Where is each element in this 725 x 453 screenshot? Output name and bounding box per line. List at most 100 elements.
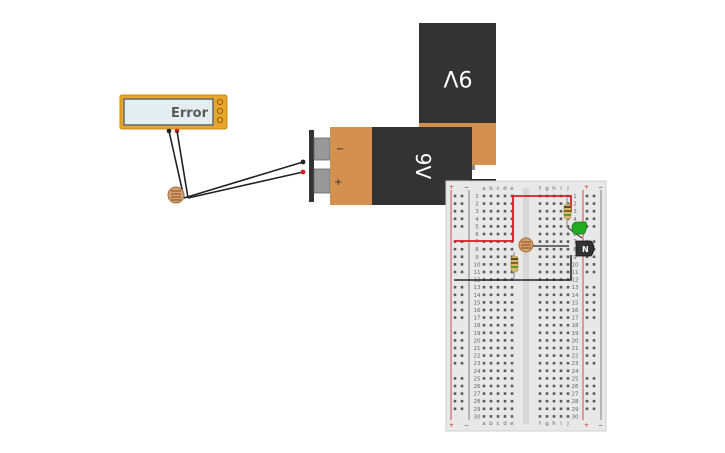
breadboard-hole[interactable] — [545, 225, 549, 228]
breadboard-hole[interactable] — [460, 392, 464, 395]
breadboard-hole[interactable] — [538, 354, 542, 357]
breadboard-hole[interactable] — [482, 194, 486, 198]
breadboard-hole[interactable] — [489, 361, 493, 365]
breadboard-hole[interactable] — [552, 232, 556, 236]
transistor[interactable]: N — [575, 240, 595, 257]
breadboard-hole[interactable] — [559, 270, 563, 274]
breadboard-hole[interactable] — [566, 301, 570, 304]
breadboard-hole[interactable] — [503, 369, 507, 373]
breadboard-hole[interactable] — [552, 377, 556, 380]
breadboard-hole[interactable] — [489, 209, 493, 213]
breadboard-hole[interactable] — [510, 415, 514, 418]
breadboard-hole[interactable] — [538, 407, 542, 411]
breadboard-hole[interactable] — [585, 270, 589, 274]
breadboard-hole[interactable] — [496, 293, 500, 297]
breadboard-hole[interactable] — [482, 392, 486, 395]
breadboard-hole[interactable] — [453, 263, 457, 266]
breadboard-hole[interactable] — [592, 377, 596, 380]
breadboard-hole[interactable] — [489, 399, 493, 403]
breadboard-hole[interactable] — [592, 308, 596, 312]
breadboard-hole[interactable] — [503, 232, 507, 236]
breadboard-hole[interactable] — [566, 308, 570, 312]
breadboard-hole[interactable] — [545, 407, 549, 411]
breadboard-hole[interactable] — [496, 217, 500, 221]
breadboard-hole[interactable] — [489, 346, 493, 350]
breadboard-hole[interactable] — [592, 202, 596, 205]
breadboard-hole[interactable] — [545, 339, 549, 342]
breadboard-hole[interactable] — [592, 301, 596, 304]
breadboard-hole[interactable] — [566, 339, 570, 342]
breadboard-hole[interactable] — [592, 225, 596, 228]
breadboard-hole[interactable] — [559, 354, 563, 357]
breadboard-hole[interactable] — [460, 270, 464, 274]
breadboard-hole[interactable] — [510, 202, 514, 205]
breadboard-hole[interactable] — [510, 209, 514, 213]
breadboard-hole[interactable] — [496, 270, 500, 274]
breadboard-hole[interactable] — [552, 331, 556, 335]
breadboard-hole[interactable] — [482, 331, 486, 335]
breadboard-hole[interactable] — [566, 323, 570, 327]
breadboard-hole[interactable] — [559, 308, 563, 312]
breadboard-hole[interactable] — [496, 225, 500, 228]
breadboard-hole[interactable] — [510, 331, 514, 335]
breadboard-hole[interactable] — [460, 399, 464, 403]
breadboard-hole[interactable] — [552, 415, 556, 418]
breadboard-hole[interactable] — [592, 194, 596, 198]
breadboard-hole[interactable] — [585, 285, 589, 289]
breadboard-hole[interactable] — [510, 407, 514, 411]
breadboard-hole[interactable] — [510, 308, 514, 312]
breadboard-hole[interactable] — [453, 392, 457, 395]
breadboard-hole[interactable] — [453, 377, 457, 380]
breadboard-hole[interactable] — [559, 361, 563, 365]
breadboard-hole[interactable] — [538, 369, 542, 373]
breadboard-hole[interactable] — [559, 316, 563, 319]
breadboard-hole[interactable] — [482, 415, 486, 418]
breadboard-hole[interactable] — [510, 339, 514, 342]
breadboard-hole[interactable] — [453, 270, 457, 274]
breadboard-hole[interactable] — [538, 217, 542, 221]
breadboard-hole[interactable] — [538, 361, 542, 365]
breadboard-hole[interactable] — [482, 339, 486, 342]
breadboard-hole[interactable] — [503, 263, 507, 266]
breadboard-hole[interactable] — [510, 316, 514, 319]
breadboard-hole[interactable] — [566, 346, 570, 350]
breadboard-hole[interactable] — [482, 377, 486, 380]
breadboard-hole[interactable] — [453, 285, 457, 289]
breadboard-hole[interactable] — [503, 399, 507, 403]
multimeter[interactable]: Error — [119, 94, 228, 130]
breadboard-hole[interactable] — [552, 209, 556, 213]
breadboard-hole[interactable] — [453, 407, 457, 411]
breadboard-hole[interactable] — [460, 247, 464, 251]
breadboard-hole[interactable] — [460, 301, 464, 304]
breadboard-hole[interactable] — [510, 225, 514, 228]
breadboard-hole[interactable] — [585, 407, 589, 411]
breadboard-hole[interactable] — [453, 308, 457, 312]
breadboard-hole[interactable] — [538, 285, 542, 289]
breadboard-hole[interactable] — [592, 339, 596, 342]
breadboard-hole[interactable] — [482, 247, 486, 251]
breadboard-hole[interactable] — [559, 285, 563, 289]
breadboard-hole[interactable] — [585, 316, 589, 319]
breadboard-hole[interactable] — [496, 331, 500, 335]
breadboard-hole[interactable] — [559, 346, 563, 350]
breadboard-hole[interactable] — [510, 301, 514, 304]
breadboard-hole[interactable] — [453, 384, 457, 388]
breadboard-hole[interactable] — [460, 377, 464, 380]
breadboard-hole[interactable] — [585, 202, 589, 205]
breadboard-hole[interactable] — [566, 415, 570, 418]
breadboard-hole[interactable] — [552, 293, 556, 297]
breadboard-hole[interactable] — [545, 232, 549, 236]
breadboard-hole[interactable] — [538, 323, 542, 327]
breadboard-hole[interactable] — [538, 339, 542, 342]
breadboard-hole[interactable] — [585, 361, 589, 365]
breadboard-hole[interactable] — [552, 369, 556, 373]
breadboard-hole[interactable] — [538, 255, 542, 259]
breadboard-hole[interactable] — [489, 407, 493, 411]
breadboard-hole[interactable] — [559, 407, 563, 411]
breadboard-hole[interactable] — [552, 407, 556, 411]
breadboard-hole[interactable] — [510, 369, 514, 373]
breadboard-hole[interactable] — [503, 225, 507, 228]
port-com-icon[interactable] — [216, 117, 223, 124]
breadboard-hole[interactable] — [482, 232, 486, 236]
breadboard-hole[interactable] — [482, 407, 486, 411]
